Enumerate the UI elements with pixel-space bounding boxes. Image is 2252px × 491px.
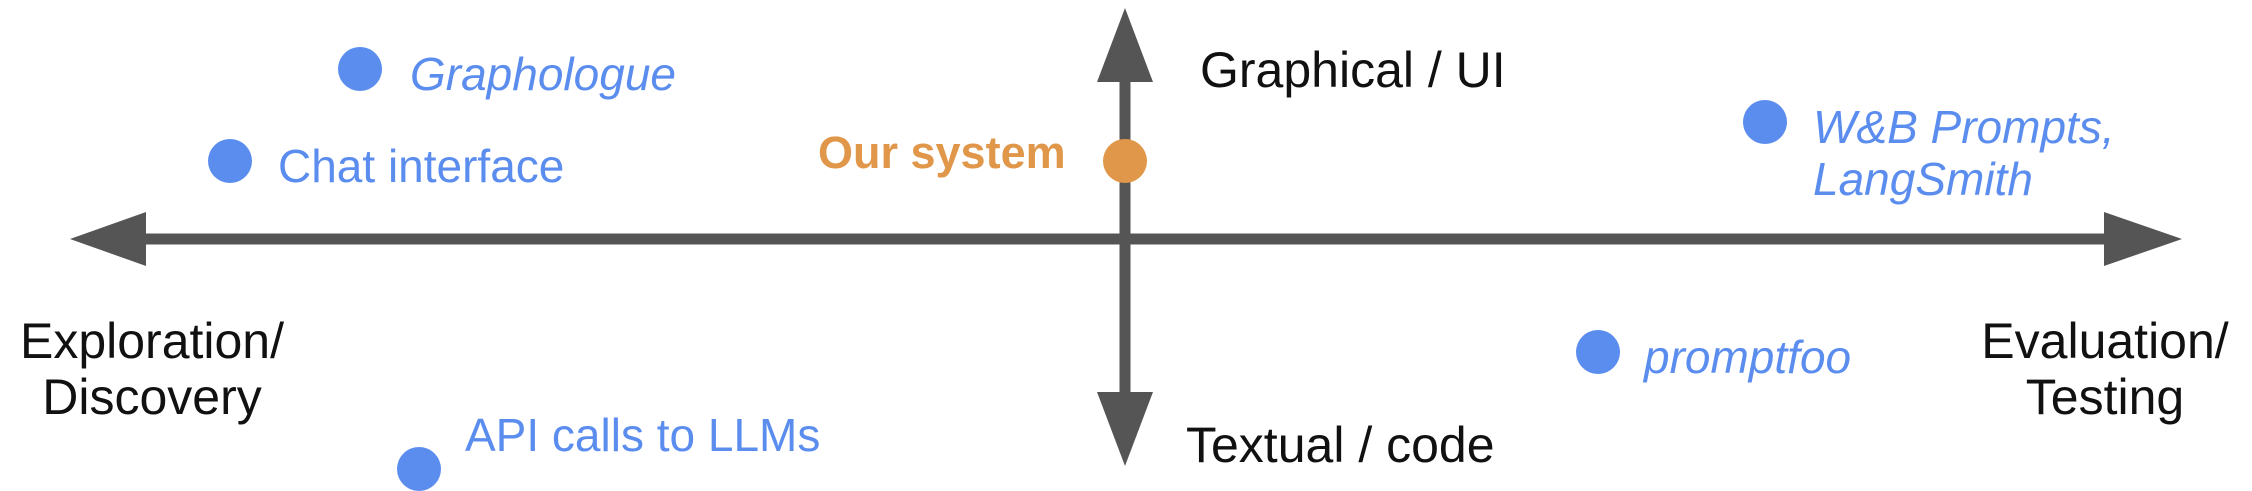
- point-chat-interface-marker: [208, 139, 252, 183]
- point-wandb-marker: [1743, 100, 1787, 144]
- point-promptfoo-marker: [1576, 330, 1620, 374]
- point-promptfoo-label: promptfoo: [1644, 331, 1852, 383]
- point-api-calls-marker: [397, 447, 441, 491]
- axes-graphic: [70, 8, 2182, 466]
- axis-label-right-line2: Testing: [2025, 369, 2185, 425]
- point-wandb-label: W&B Prompts, LangSmith: [1813, 101, 2115, 205]
- point-our-system-label: Our system: [818, 127, 1066, 178]
- point-wandb-label-line2: LangSmith: [1813, 152, 2033, 205]
- point-wandb-label-line1: W&B Prompts,: [1813, 101, 2115, 153]
- bottom-arrowhead: [1097, 392, 1153, 466]
- point-chat-interface-label: Chat interface: [278, 140, 565, 192]
- axis-label-right-line1: Evaluation/: [1981, 313, 2229, 369]
- top-arrowhead: [1097, 8, 1153, 82]
- axis-label-left: Exploration/ Discovery: [2, 313, 302, 425]
- point-graphologue-label: Graphologue: [410, 48, 676, 100]
- left-arrowhead: [70, 212, 146, 266]
- axis-label-left-line1: Exploration/: [19, 313, 285, 369]
- axis-label-top: Graphical / UI: [1200, 42, 1506, 98]
- axis-label-left-line2: Discovery: [42, 369, 262, 425]
- point-graphologue-marker: [338, 47, 382, 91]
- axis-label-bottom: Textual / code: [1186, 417, 1495, 473]
- right-arrowhead: [2104, 212, 2182, 266]
- point-our-system-marker: [1103, 139, 1147, 183]
- quadrant-diagram: Graphical / UI Textual / code Exploratio…: [2, 8, 2250, 491]
- axis-label-right: Evaluation/ Testing: [1960, 313, 2250, 425]
- point-api-calls-label: API calls to LLMs: [465, 409, 821, 461]
